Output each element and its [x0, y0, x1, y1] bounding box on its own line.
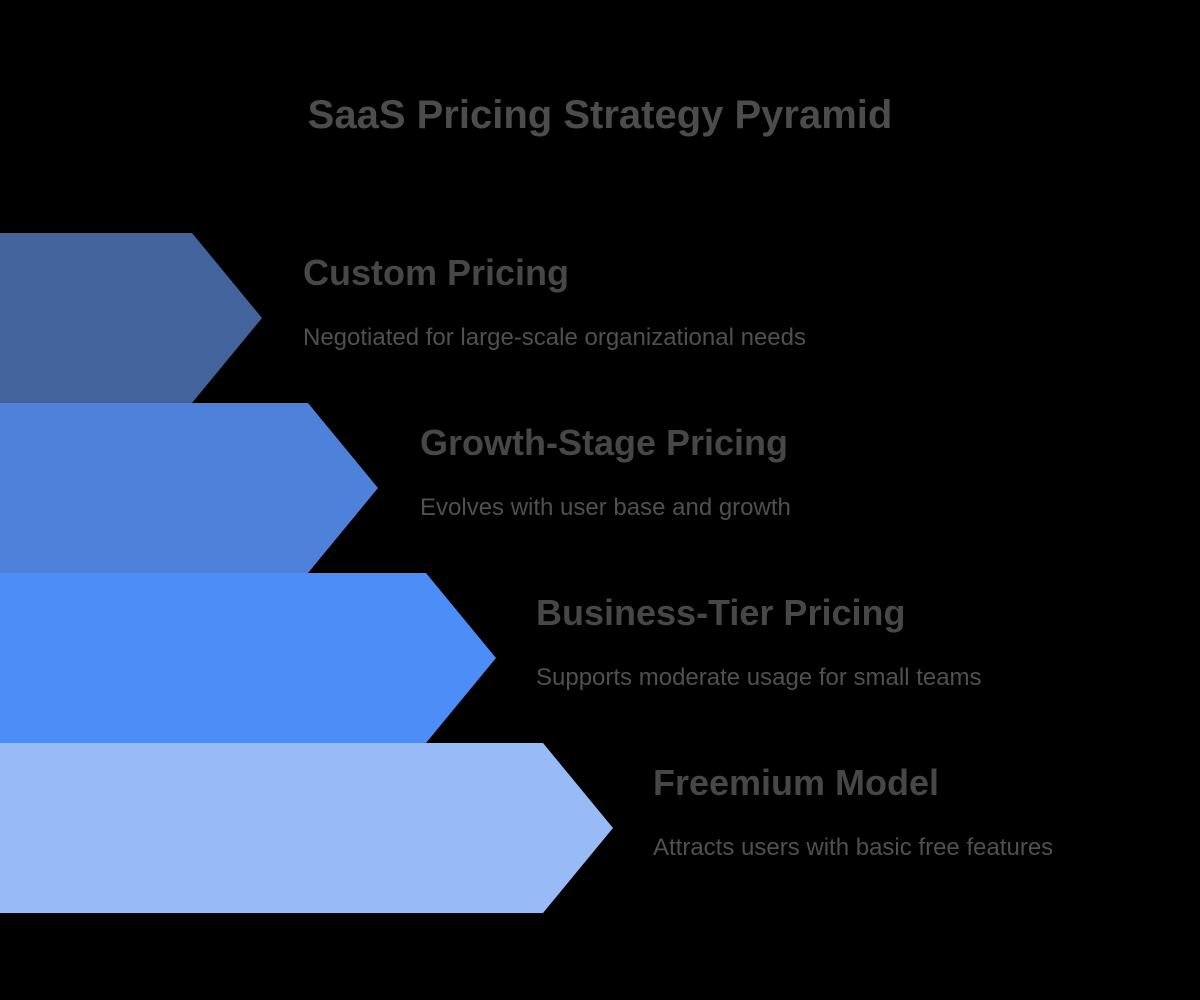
tier-title: Business-Tier Pricing [536, 592, 906, 633]
diagram-title: SaaS Pricing Strategy Pyramid [307, 93, 893, 137]
tier-label-group: Growth-Stage Pricing Evolves with user b… [420, 425, 791, 520]
tier-arrow-freemium-model [0, 743, 613, 913]
tier-title: Custom Pricing [303, 252, 570, 293]
tier-description: Negotiated for large-scale organizationa… [303, 324, 806, 351]
tier-description: Attracts users with basic free features [653, 834, 1054, 861]
tier-description: Evolves with user base and growth [420, 494, 791, 521]
tier-arrow-business-tier-pricing [0, 573, 496, 743]
tier-arrow-custom-pricing [0, 233, 262, 403]
tier-title: Freemium Model [653, 762, 940, 803]
tier-label-group: Freemium Model Attracts users with basic… [653, 765, 1053, 860]
tier-label-group: Custom Pricing Negotiated for large-scal… [303, 255, 806, 350]
tier-arrow-growth-stage-pricing [0, 403, 378, 573]
tier-label-group: Business-Tier Pricing Supports moderate … [536, 595, 982, 690]
tier-title: Growth-Stage Pricing [420, 422, 789, 463]
tier-description: Supports moderate usage for small teams [536, 664, 982, 691]
